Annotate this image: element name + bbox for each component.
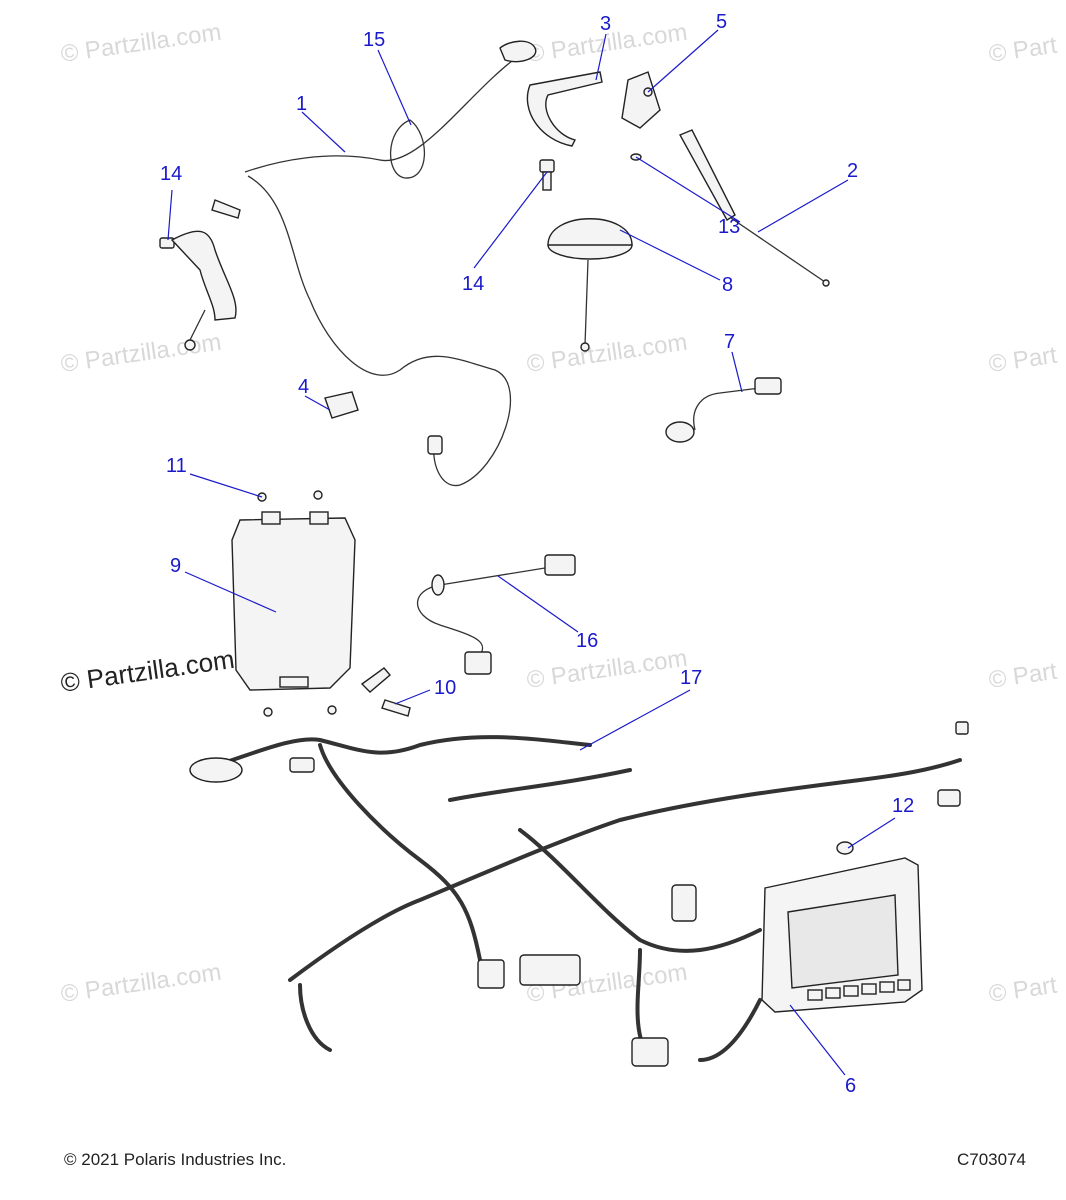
part-2-antenna: [679, 129, 830, 287]
leader-3: [595, 33, 607, 81]
part-5-mount: [621, 71, 661, 129]
leader-4: [304, 395, 331, 411]
part-12-grommet: [836, 841, 854, 855]
leader-12: [847, 817, 896, 849]
leader-13: [635, 156, 741, 223]
callout-12: 12: [892, 795, 914, 817]
part-1-cable: [244, 40, 537, 487]
leader-15: [377, 49, 412, 126]
callout-9: 9: [170, 555, 181, 577]
part-3-bracket: [526, 71, 603, 147]
watermark: © Part: [987, 32, 1059, 68]
callout-1: 1: [296, 93, 307, 115]
leader-6: [789, 1004, 846, 1076]
leader-14b: [167, 189, 173, 241]
callout-15: 15: [363, 29, 385, 51]
callout-13: 13: [718, 216, 740, 238]
callout-8: 8: [722, 274, 733, 296]
part-9-control-module: [231, 511, 356, 691]
callout-2: 2: [847, 160, 858, 182]
part-14-ground-strap: [159, 199, 241, 351]
copyright-text: © 2021 Polaris Industries Inc.: [64, 1150, 287, 1169]
leader-10: [394, 689, 431, 705]
watermark: © Part: [987, 972, 1059, 1008]
watermark: © Partzilla.com: [59, 959, 223, 1008]
callout-14-upper: 14: [462, 273, 484, 295]
leader-14a: [473, 171, 548, 269]
leader-11: [189, 473, 263, 498]
leader-1: [301, 111, 346, 153]
callout-5: 5: [716, 11, 727, 33]
part-8-gps-puck: [547, 218, 633, 352]
leader-16: [497, 575, 579, 633]
leader-8: [619, 229, 721, 281]
part-6-display: [761, 857, 923, 1013]
part-16-lead-harness: [416, 554, 576, 675]
callout-11: 11: [166, 455, 187, 477]
callout-10: 10: [434, 677, 456, 699]
watermark: © Partzilla.com: [59, 329, 223, 378]
leader-7: [731, 351, 743, 393]
watermark: © Partzilla.com: [59, 19, 223, 68]
callout-17: 17: [680, 667, 702, 689]
part-11-screws: [257, 490, 337, 717]
leader-lines: [167, 29, 896, 1076]
watermark: © Partzilla.com: [59, 644, 237, 698]
callout-16: 16: [576, 630, 598, 652]
leader-5: [647, 29, 719, 93]
leader-17: [579, 689, 691, 751]
watermark: © Partzilla.com: [525, 329, 689, 378]
leader-9: [184, 571, 277, 613]
callout-4: 4: [298, 376, 309, 398]
part-4-connector: [324, 391, 359, 419]
callout-6: 6: [845, 1075, 856, 1097]
part-14-bolt-upper: [539, 159, 555, 191]
watermark: © Part: [987, 658, 1059, 694]
callouts: 1 2 3 4 5 6 7 8 9 10 11 12 13 14 14 15 1…: [160, 11, 914, 1097]
callout-14-left: 14: [160, 163, 182, 185]
part-10-clip: [360, 667, 411, 717]
part-7-sensor-lead: [665, 377, 782, 443]
part-17-main-harness: [189, 721, 969, 1067]
leader-2: [757, 179, 849, 233]
callout-3: 3: [600, 13, 611, 35]
callout-7: 7: [724, 331, 735, 353]
part-15-cable-loop: [389, 119, 426, 179]
watermark: © Part: [987, 342, 1059, 378]
watermark: © Partzilla.com: [525, 645, 689, 694]
diagram-code: C703074: [956, 1150, 1026, 1169]
